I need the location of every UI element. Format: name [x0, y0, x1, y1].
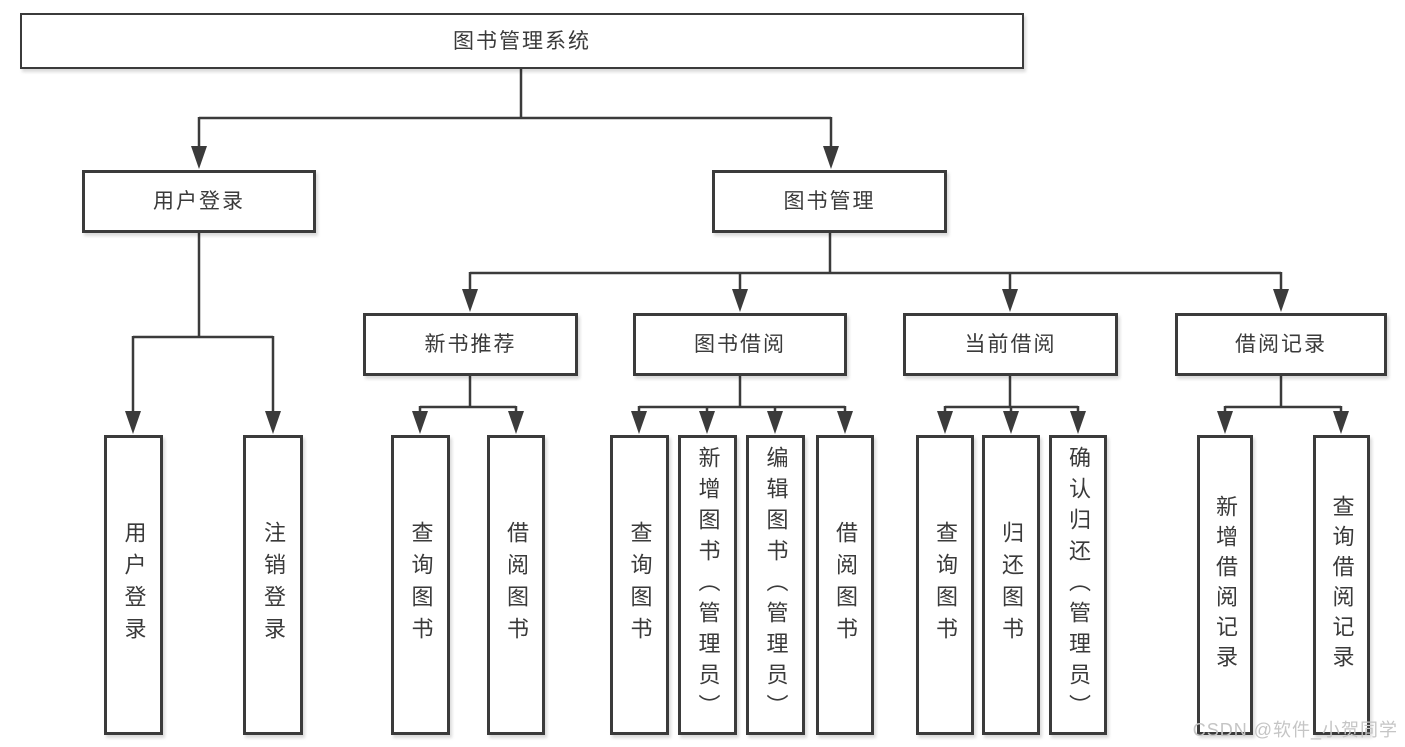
- node-borrow-records: 借阅记录: [1175, 313, 1387, 376]
- leaf-query-borrow-record-label: 查询借阅记录: [1329, 495, 1355, 675]
- node-borrow-records-label: 借阅记录: [1235, 333, 1327, 356]
- leaf-query-book-1: 查询图书: [391, 435, 450, 735]
- leaf-logout: 注销登录: [243, 435, 303, 735]
- leaf-add-borrow-record-label: 新增借阅记录: [1213, 495, 1238, 675]
- leaf-logout-label: 注销登录: [261, 521, 286, 649]
- node-book-management: 图书管理: [712, 170, 947, 233]
- leaf-query-book-2: 查询图书: [610, 435, 669, 735]
- leaf-add-borrow-record: 新增借阅记录: [1197, 435, 1253, 735]
- leaf-confirm-return-admin: 确认归还（管理员）: [1049, 435, 1107, 735]
- node-root: 图书管理系统: [20, 13, 1024, 69]
- leaf-user-login-label: 用户登录: [121, 521, 147, 649]
- node-user-login: 用户登录: [82, 170, 316, 233]
- leaf-add-book-admin-label: 新增图书（管理员）: [695, 445, 721, 725]
- node-book-management-label: 图书管理: [783, 190, 876, 213]
- node-new-book-recommend: 新书推荐: [363, 313, 578, 376]
- leaf-user-login: 用户登录: [104, 435, 163, 735]
- node-root-label: 图书管理系统: [453, 29, 591, 53]
- leaf-query-book-1-label: 查询图书: [408, 521, 434, 649]
- leaf-borrow-book-2-label: 借阅图书: [833, 521, 858, 649]
- leaf-query-borrow-record: 查询借阅记录: [1313, 435, 1370, 735]
- leaf-borrow-book-1: 借阅图书: [487, 435, 545, 735]
- leaf-edit-book-admin: 编辑图书（管理员）: [746, 435, 805, 735]
- node-new-book-recommend-label: 新书推荐: [424, 333, 517, 356]
- node-current-borrow: 当前借阅: [903, 313, 1118, 376]
- node-book-borrow: 图书借阅: [633, 313, 847, 376]
- node-current-borrow-label: 当前借阅: [964, 333, 1057, 356]
- csdn-watermark: CSDN @软件_小贺同学: [1192, 720, 1398, 740]
- node-user-login-label: 用户登录: [153, 190, 245, 213]
- leaf-return-book-label: 归还图书: [999, 521, 1024, 649]
- leaf-return-book: 归还图书: [982, 435, 1040, 735]
- leaf-borrow-book-1-label: 借阅图书: [504, 521, 529, 649]
- leaf-query-book-2-label: 查询图书: [627, 521, 653, 649]
- leaf-confirm-return-admin-label: 确认归还（管理员）: [1066, 445, 1091, 725]
- node-book-borrow-label: 图书借阅: [694, 333, 786, 356]
- leaf-edit-book-admin-label: 编辑图书（管理员）: [763, 445, 789, 725]
- leaf-borrow-book-2: 借阅图书: [816, 435, 874, 735]
- leaf-query-book-3-label: 查询图书: [933, 521, 958, 649]
- leaf-add-book-admin: 新增图书（管理员）: [678, 435, 737, 735]
- leaf-query-book-3: 查询图书: [916, 435, 974, 735]
